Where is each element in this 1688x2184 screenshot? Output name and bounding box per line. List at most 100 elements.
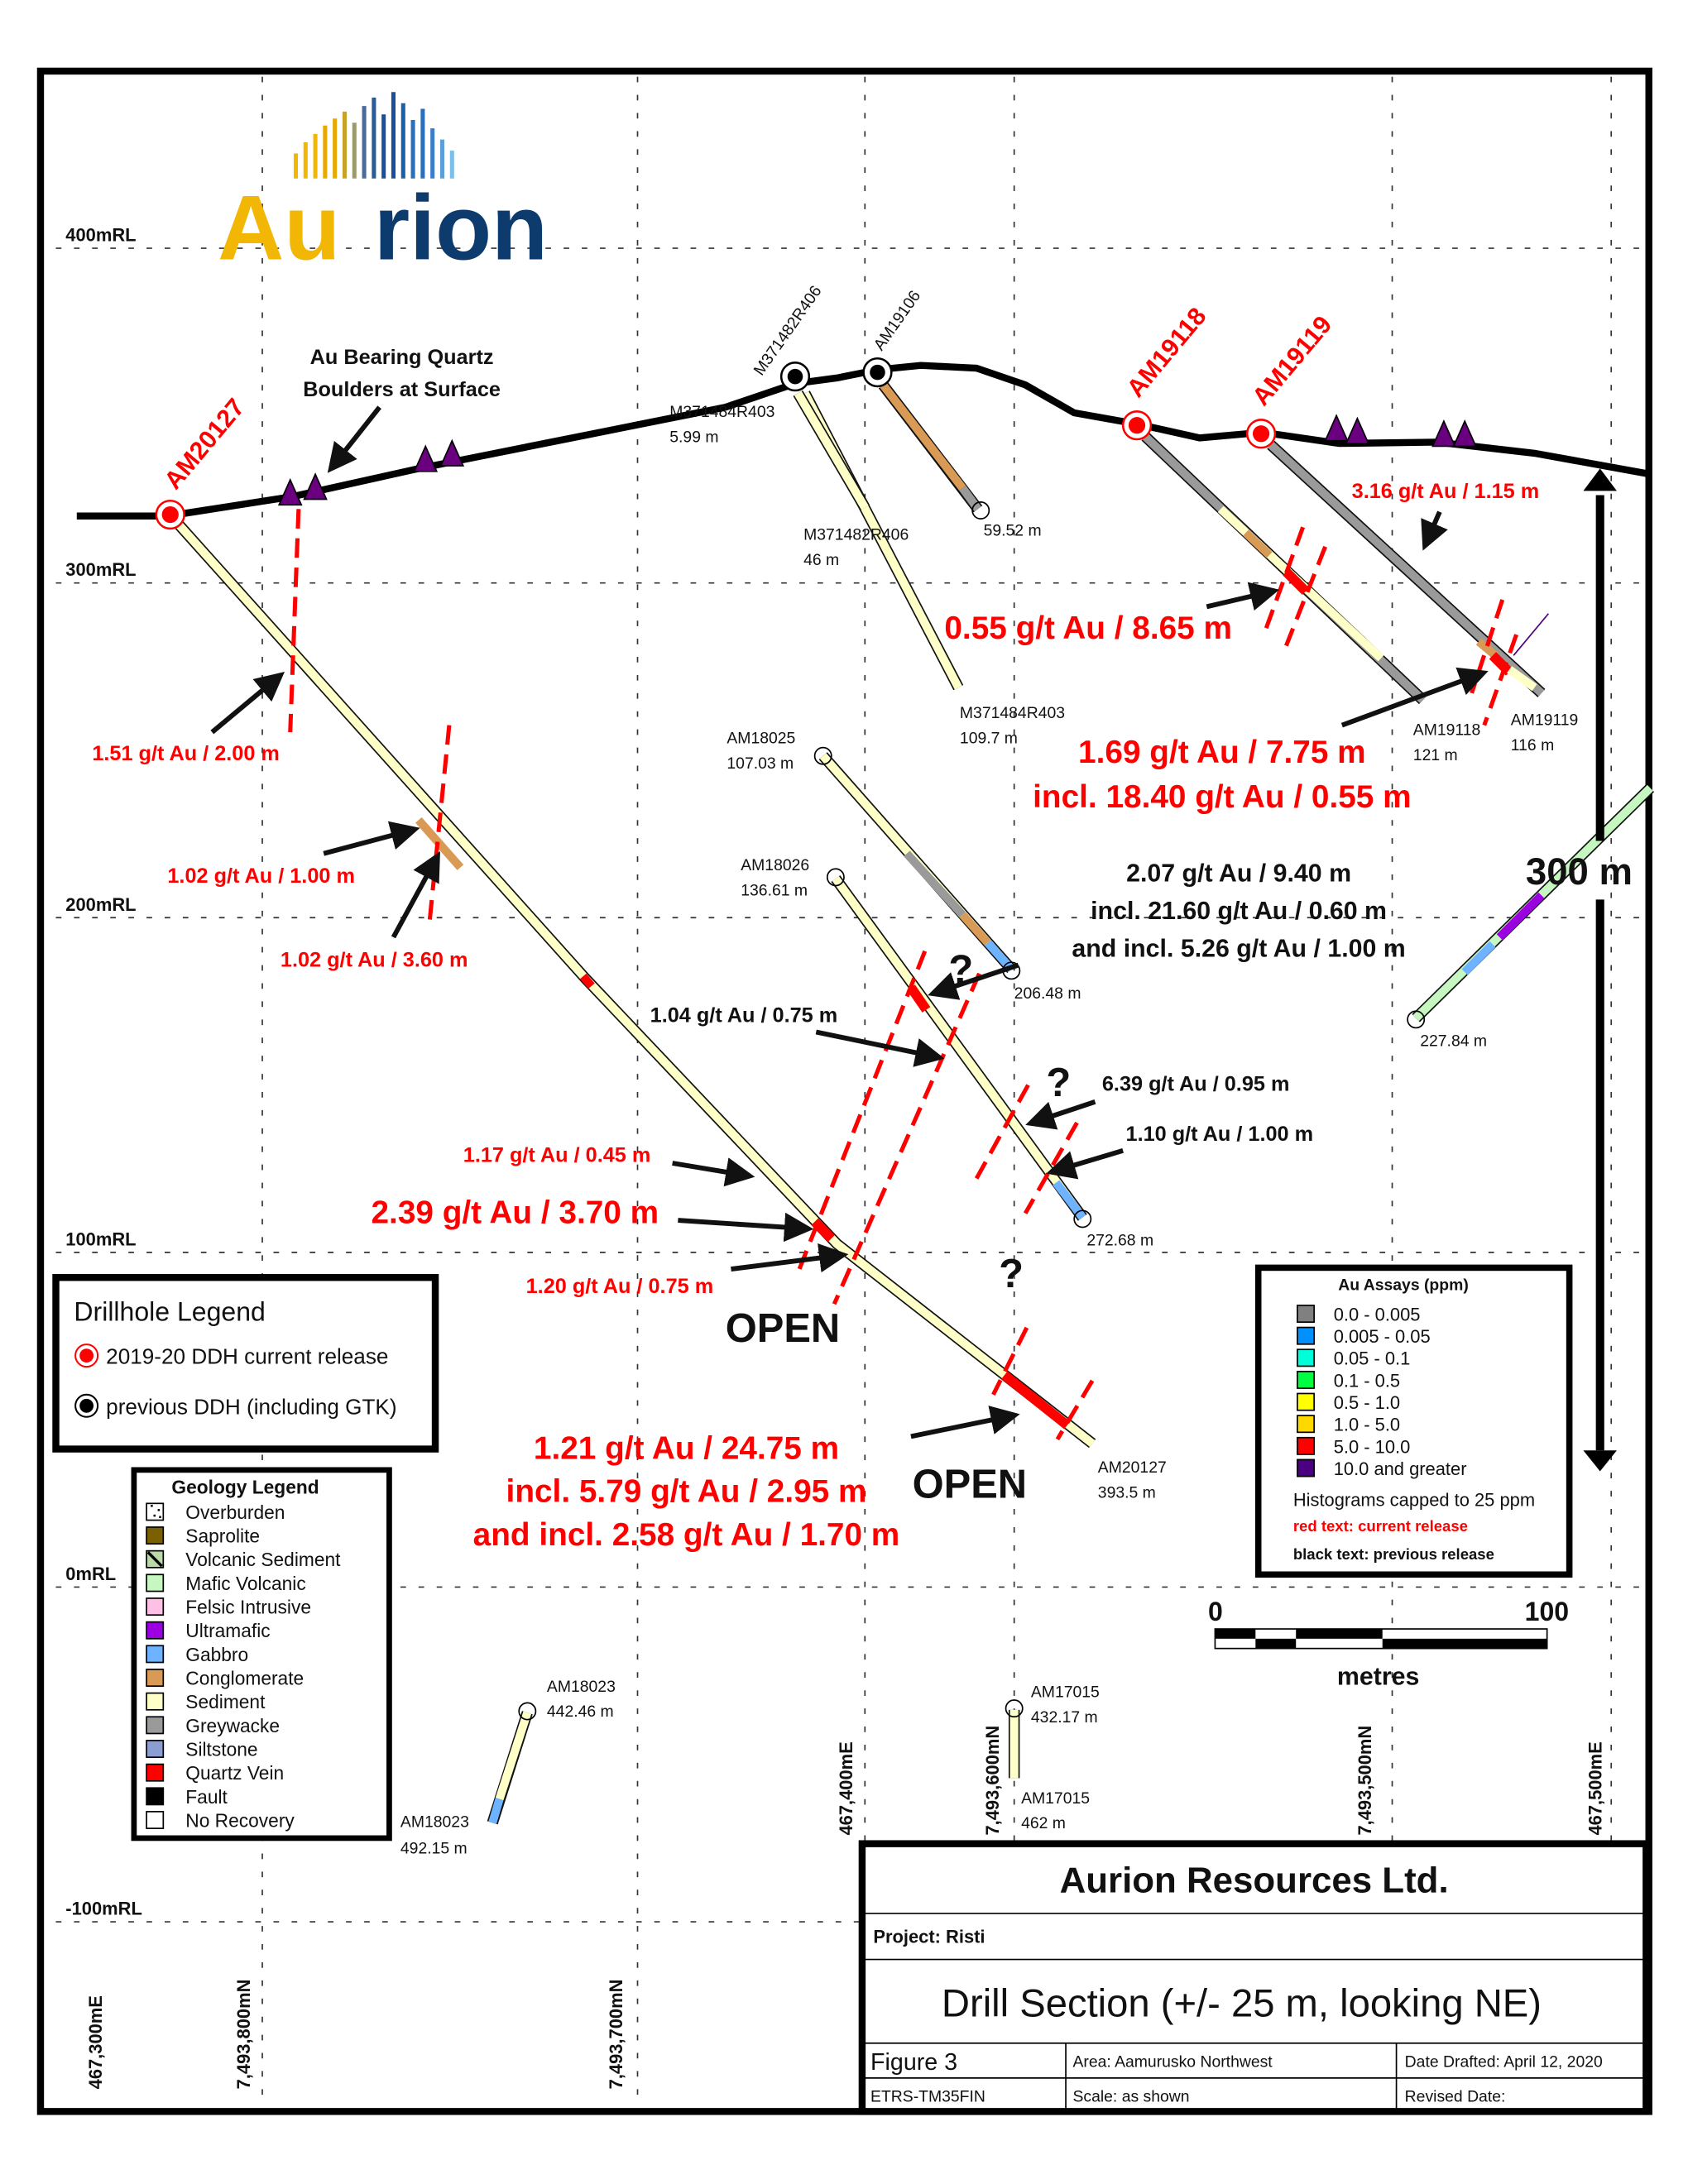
date-drafted: Date Drafted: April 12, 2020 — [1405, 2052, 1603, 2071]
geology-legend-item: Felsic Intrusive — [185, 1596, 311, 1617]
intercept-label: 3.16 g/t Au / 1.15 m — [1352, 480, 1540, 503]
collar-previous-M371482R406[interactable] — [779, 362, 811, 392]
northing-label-7493700: 7,493,700mN — [606, 1980, 626, 2090]
intercept-label: 1.17 g/t Au / 0.45 m — [463, 1143, 651, 1166]
geology-swatch — [146, 1573, 165, 1592]
intercept-label-previous: 1.04 g/t Au / 0.75 m — [650, 1004, 838, 1027]
geology-legend-item: Mafic Volcanic — [185, 1573, 305, 1594]
scale-bar-unit: metres — [1337, 1663, 1419, 1690]
scale-bar — [1214, 1628, 1548, 1650]
hole-depth-AM17015: 462 m — [1021, 1814, 1066, 1832]
intercept-label-previous: and incl. 5.26 g/t Au / 1.00 m — [1072, 935, 1405, 962]
drillhole-AM19106 — [878, 381, 983, 513]
aurion-logo: Au rion — [218, 92, 548, 280]
vertical-scale-label: 300 m — [1526, 850, 1633, 893]
assay-legend-item: 0.5 - 1.0 — [1334, 1392, 1400, 1413]
northing-label-7493800: 7,493,800mN — [233, 1980, 254, 2090]
intercept-label: incl. 18.40 g/t Au / 0.55 m — [1033, 779, 1411, 815]
rl-label-100: 100mRL — [65, 1228, 136, 1249]
hole-depth-AM19119: 116 m — [1511, 736, 1554, 754]
area-name: Area: Aamurusko Northwest — [1072, 2052, 1273, 2071]
hole-depth-AM19118: 121 m — [1413, 746, 1458, 764]
boulder-triangle-icon — [1345, 416, 1370, 444]
hole-depth-AM18025: 206.48 m — [1014, 984, 1081, 1003]
geology-swatch — [146, 1597, 165, 1616]
intercept-label-previous: 1.10 g/t Au / 1.00 m — [1126, 1123, 1314, 1146]
intercept-label: 1.02 g/t Au / 1.00 m — [167, 864, 355, 888]
intercept-label: 1.51 g/t Au / 2.00 m — [92, 742, 280, 765]
intercept-label: 2.39 g/t Au / 3.70 m — [372, 1195, 659, 1230]
hole-depth-AM18026: 272.68 m — [1086, 1231, 1153, 1249]
hole-depth-AM18023: 492.15 m — [400, 1839, 468, 1857]
assay-legend-item: 0.1 - 0.5 — [1334, 1370, 1400, 1391]
geology-legend-title: Geology Legend — [171, 1477, 319, 1498]
geology-legend: Geology Legend OverburdenSaproliteVolcan… — [131, 1467, 392, 1842]
rl-label-400: 400mRL — [65, 225, 136, 246]
hole-label-M371484R403-top: M371484R403 — [669, 403, 774, 421]
assay-swatch — [1297, 1370, 1315, 1389]
assay-legend-black-note: black text: previous release — [1293, 1545, 1494, 1563]
assay-legend-note: Histograms capped to 25 ppm — [1293, 1490, 1535, 1511]
question-mark: ? — [948, 948, 973, 993]
logo-bars-icon — [293, 92, 454, 179]
surface-note-line2: Boulders at Surface — [303, 378, 501, 401]
assay-legend-red-note: red text: current release — [1293, 1517, 1468, 1535]
boulder-triangle-icon — [439, 438, 465, 467]
intercept-label-previous: incl. 21.60 g/t Au / 0.60 m — [1091, 898, 1387, 925]
revised-date: Revised Date: — [1405, 2088, 1506, 2106]
project-name: Project: Risti — [873, 1926, 985, 1947]
geology-legend-item: Overburden — [185, 1502, 285, 1523]
title-block: Aurion Resources Ltd. Project: Risti Dri… — [858, 1840, 1650, 2115]
hole-label-M371484R403: M371484R403 — [960, 704, 1065, 722]
geology-legend-item: Sediment — [185, 1691, 266, 1712]
rl-label-minus100: -100mRL — [65, 1899, 142, 1919]
hole-label-AM18023: AM18023 — [400, 1813, 469, 1831]
intercept-label-previous: 6.39 g/t Au / 0.95 m — [1102, 1072, 1290, 1095]
logo-text-rion: rion — [374, 176, 548, 280]
hole-depth-AM17015-top: 432.17 m — [1031, 1708, 1098, 1727]
drillhole-legend-item: 2019-20 DDH current release — [106, 1344, 388, 1369]
rl-label-200: 200mRL — [65, 894, 136, 915]
geology-swatch — [146, 1787, 165, 1806]
assay-legend-item: 5.0 - 10.0 — [1334, 1436, 1411, 1457]
collar-current-AM19119[interactable] — [1245, 419, 1277, 449]
assay-legend-item: 1.0 - 5.0 — [1334, 1415, 1400, 1435]
intercept-label: and incl. 2.58 g/t Au / 1.70 m — [473, 1517, 900, 1553]
hole-depth-AM20127: 393.5 m — [1098, 1484, 1156, 1502]
assay-legend-item: 10.0 and greater — [1334, 1458, 1467, 1479]
geology-swatch — [146, 1740, 165, 1758]
drillhole-legend-title: Drillhole Legend — [74, 1296, 265, 1326]
hole-depth-AM18025-top: 107.03 m — [727, 754, 794, 773]
assay-swatch — [1297, 1326, 1315, 1345]
hole-label-AM18026: AM18026 — [741, 856, 809, 874]
easting-label-467500: 467,500mE — [1585, 1741, 1605, 1835]
callout-arrows — [210, 510, 1489, 1439]
collar-previous-AM19106[interactable] — [862, 357, 893, 388]
drillhole-AM18023 — [487, 1711, 533, 1825]
geology-swatch — [146, 1692, 165, 1711]
geology-swatch — [146, 1763, 165, 1782]
intercept-label: 0.55 g/t Au / 8.65 m — [944, 611, 1232, 646]
assay-legend-item: 0.05 - 0.1 — [1334, 1348, 1411, 1369]
hole-depth-M371484R403: 109.7 m — [960, 730, 1018, 748]
hole-label-AM19118: AM19118 — [1413, 721, 1481, 739]
hole-label-AM18023-top: AM18023 — [547, 1678, 616, 1696]
assay-legend-item: 0.0 - 0.005 — [1334, 1304, 1421, 1324]
boulder-triangle-icon — [1324, 414, 1349, 442]
coordinate-system: ETRS-TM35FIN — [870, 2088, 985, 2106]
question-mark: ? — [999, 1252, 1024, 1296]
drillhole-AM19119 — [1267, 440, 1549, 697]
collar-current-AM19118[interactable] — [1121, 410, 1153, 441]
geology-legend-item: Greywacke — [185, 1715, 280, 1736]
surface-note-line1: Au Bearing Quartz — [310, 346, 494, 369]
hole-depth-AM19106: 59.52 m — [984, 521, 1042, 539]
drillhole-legend: Drillhole Legend 2019-20 DDH current rel… — [52, 1274, 439, 1453]
hole-depth-M371482R406: 46 m — [803, 551, 839, 569]
geology-legend-item: Fault — [185, 1786, 228, 1808]
drillhole-AM18025 — [818, 752, 1016, 974]
collar-current-AM20127[interactable] — [155, 499, 185, 530]
mineralised-zone-lines — [288, 509, 1518, 1441]
geology-legend-item: Saprolite — [185, 1525, 260, 1547]
